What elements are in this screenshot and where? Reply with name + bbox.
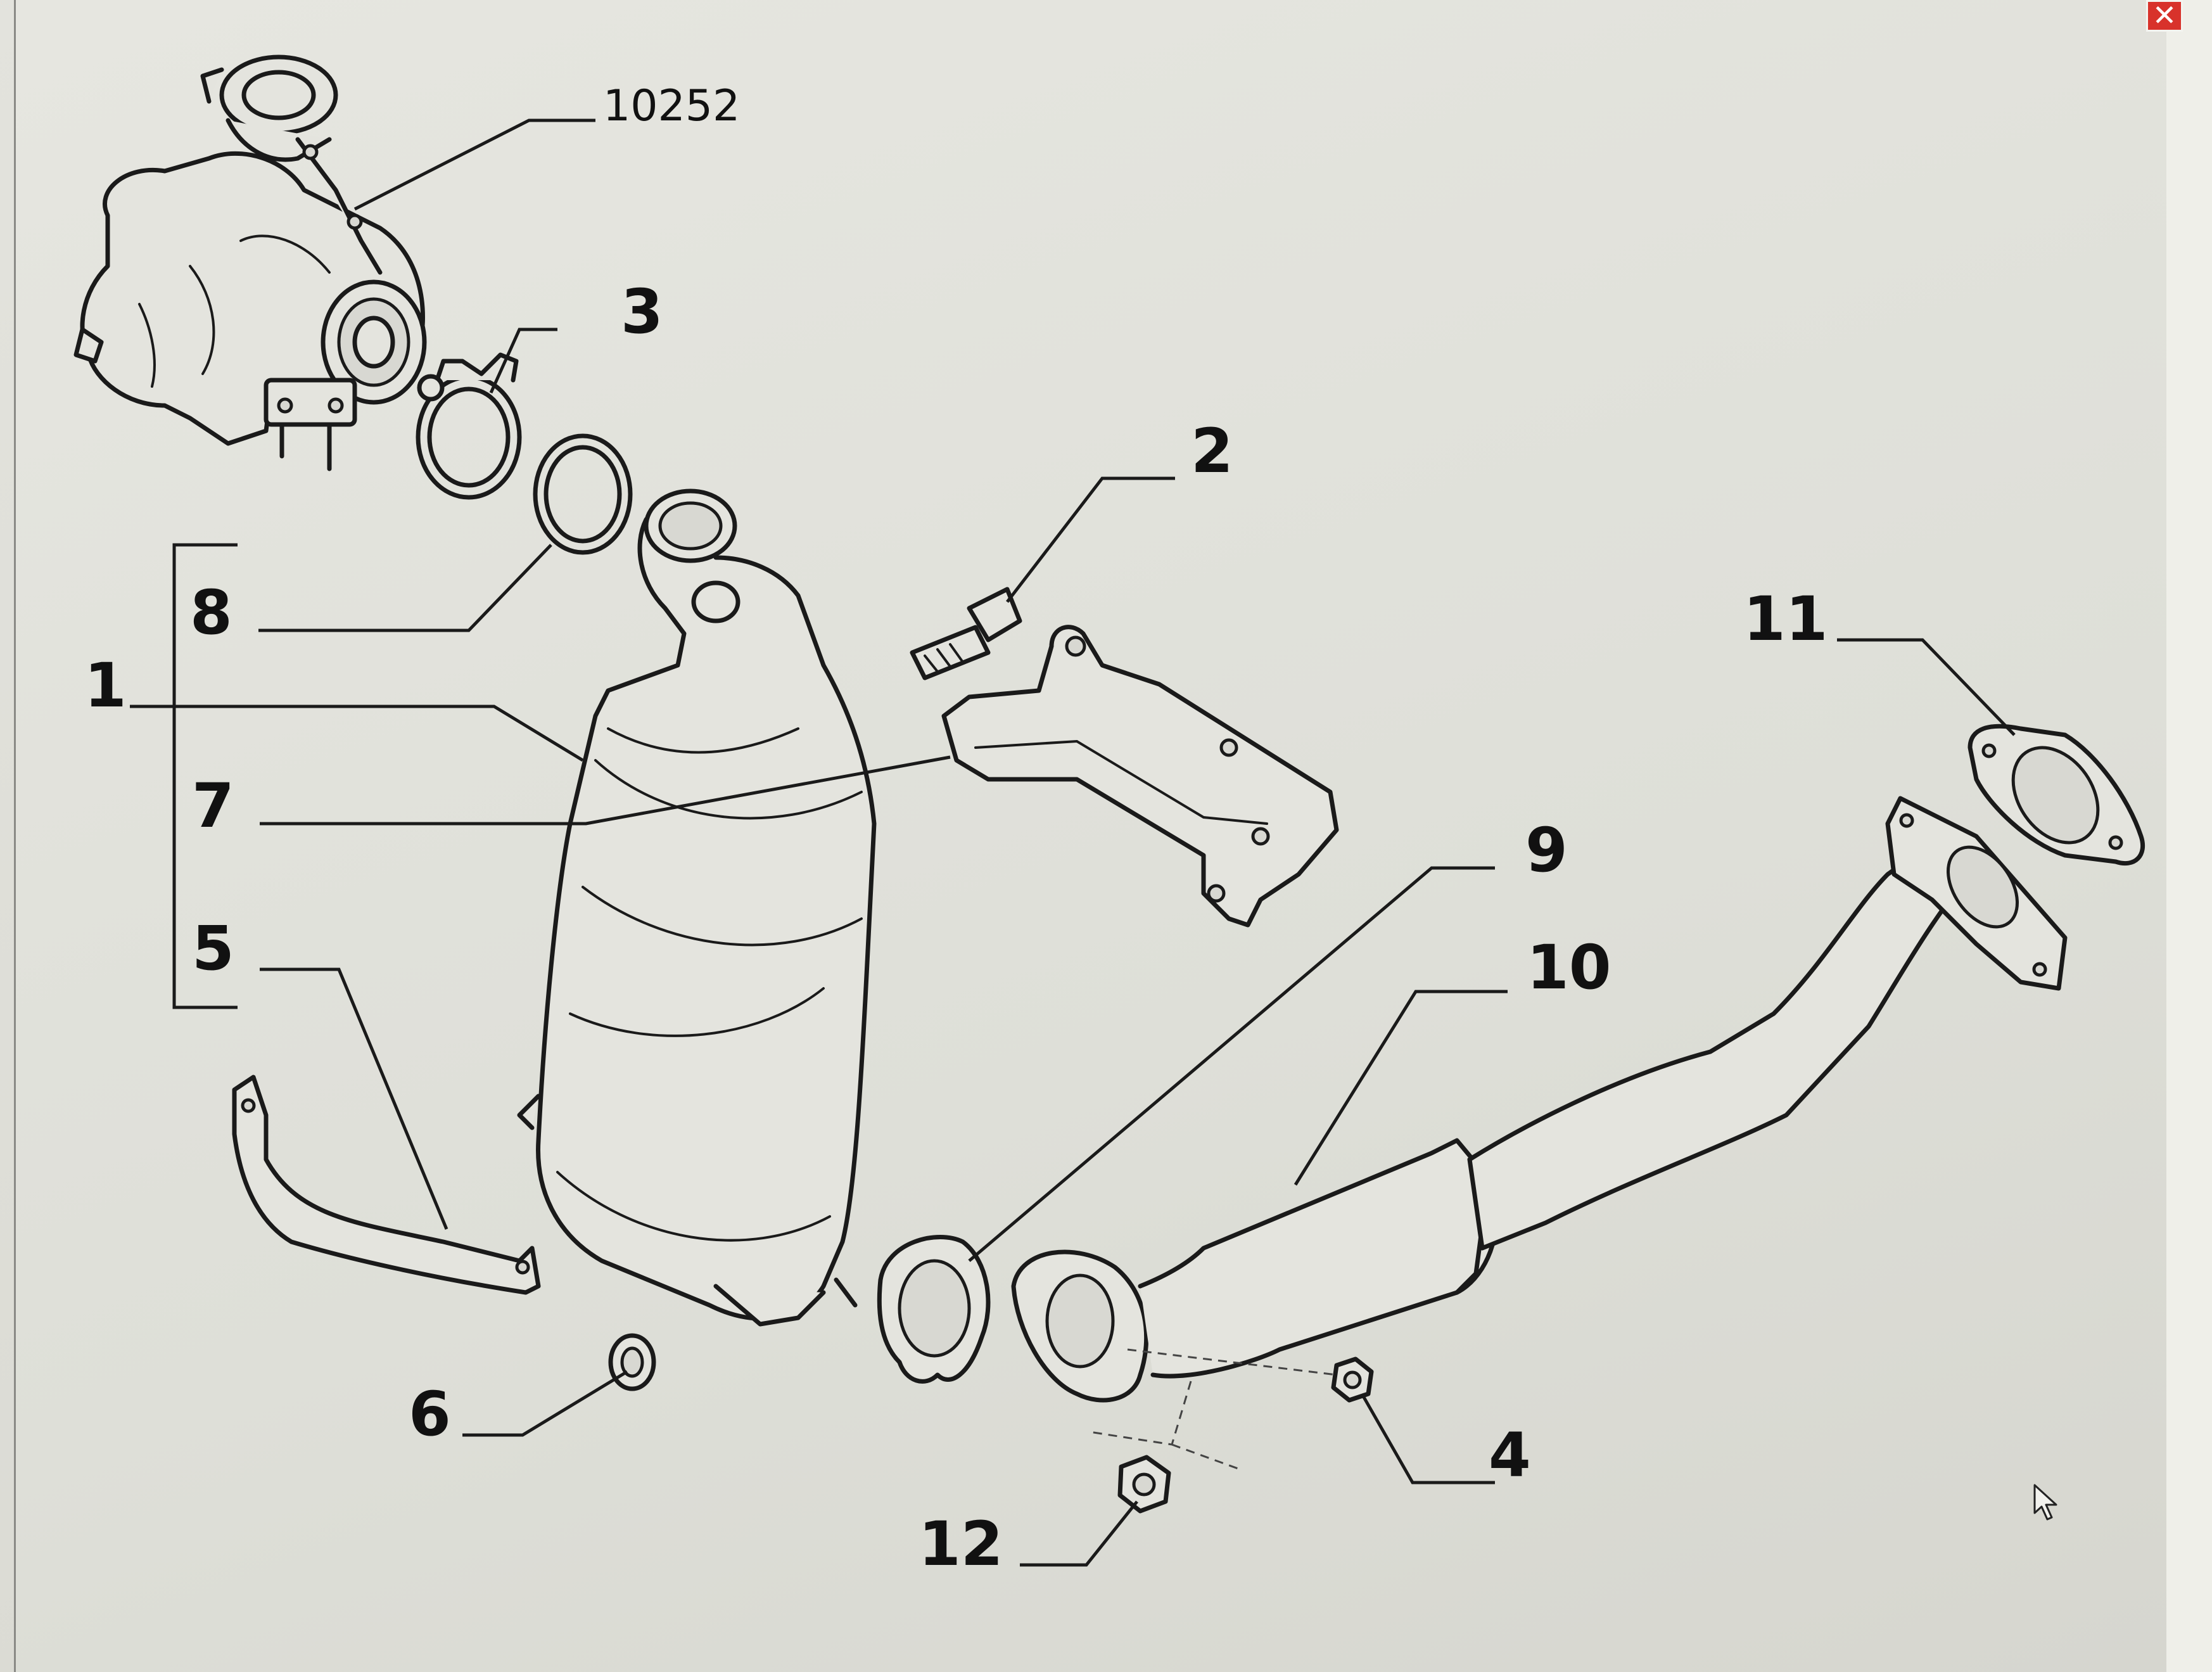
callout-5[interactable]: 5 [192,913,234,984]
callout-12[interactable]: 12 [918,1509,1003,1579]
callout-1[interactable]: 1 [84,650,127,721]
close-icon[interactable]: ✕ [2152,0,2177,32]
outlet-gasket-drawing [1967,724,2145,866]
callout-7[interactable]: 7 [192,770,234,841]
callout-9[interactable]: 9 [1525,815,1568,886]
callout-2[interactable]: 2 [1191,416,1233,487]
callout-6[interactable]: 6 [409,1379,451,1450]
nut-12-drawing [1117,1455,1171,1514]
nut-4-drawing [1331,1356,1374,1403]
mouse-pointer-icon [2033,1484,2057,1521]
callout-11[interactable]: 11 [1743,584,1828,654]
gasket-ring-drawing [533,433,633,555]
callout-8[interactable]: 8 [190,577,232,648]
leader-lines [130,118,2016,1567]
callout-10[interactable]: 10 [1527,932,1611,1003]
front-exhaust-pipe-drawing [1011,796,2068,1403]
exhaust-clamp-drawing [416,352,522,500]
callouts: 10252 3 2 8 1 7 11 9 5 10 6 4 12 [84,81,1828,1579]
strap-bracket-drawing [232,1075,541,1295]
assembly-line [1089,1348,1337,1471]
washer-drawing [608,1333,656,1391]
window-edge [2166,0,2212,1672]
callout-4[interactable]: 4 [1489,1420,1531,1491]
turbocharger-drawing [73,54,427,471]
bolt-drawing [910,587,1022,680]
callout-3[interactable]: 3 [621,276,663,347]
catalytic-converter-drawing [517,488,877,1327]
close-button[interactable]: ✕ [2146,0,2183,32]
bracket-drawing [941,625,1339,928]
callout-10252[interactable]: 10252 [603,81,740,131]
flange-gasket-drawing [877,1235,991,1384]
